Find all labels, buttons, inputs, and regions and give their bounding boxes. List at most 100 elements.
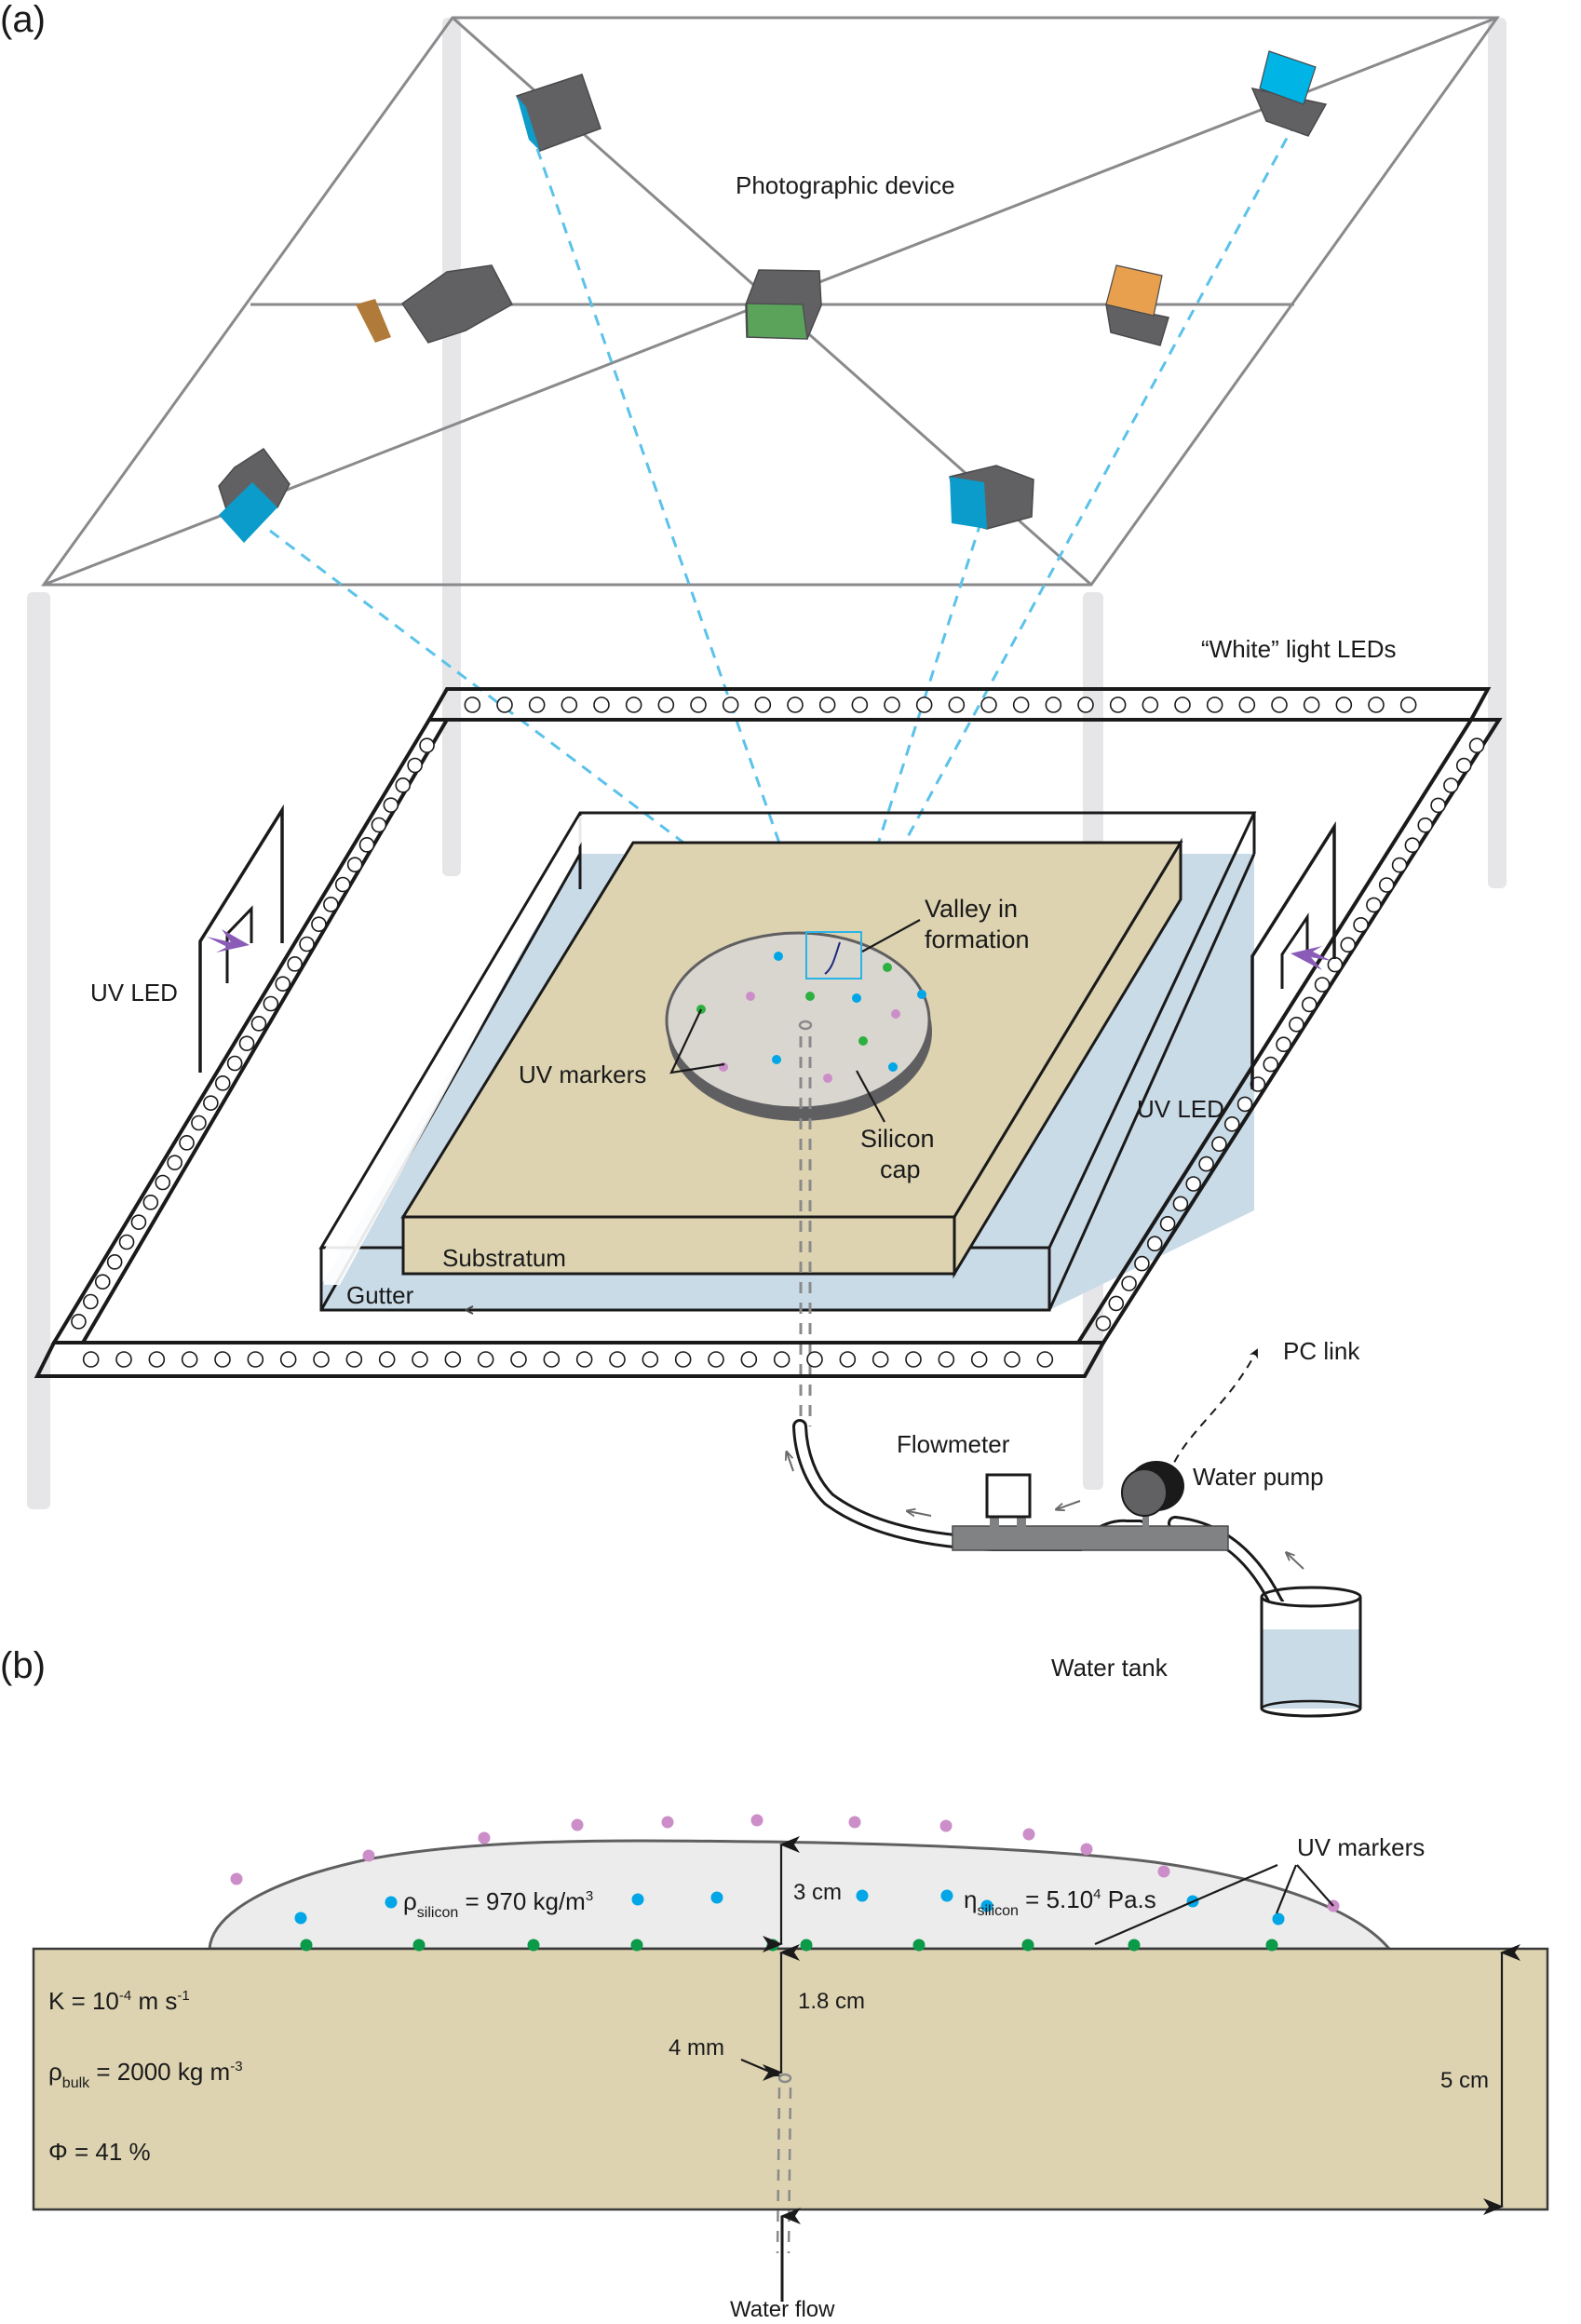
uv-led-right [1250, 820, 1336, 1089]
white-led-icon [247, 1351, 264, 1368]
white-led-icon [1121, 1276, 1137, 1291]
dim-3cm-label: 3 cm [793, 1880, 842, 1905]
uv-led-left-label: UV LED [90, 979, 178, 1007]
camera-mid-right [1105, 264, 1169, 346]
white-led-icon [970, 1351, 988, 1368]
white-led-icon [1185, 1176, 1202, 1192]
white-led-icon [1174, 696, 1191, 713]
white-led-icon [674, 1351, 692, 1368]
white-led-icon [905, 1351, 922, 1368]
uv-arrow-icon [207, 929, 250, 953]
white-led-icon [1077, 696, 1094, 713]
white-led-icon [71, 1314, 87, 1330]
camera-lens-face [219, 482, 277, 543]
white-led-icon [625, 696, 642, 713]
pc-link-connector [1168, 1348, 1258, 1477]
white-led-icon [287, 956, 303, 972]
uv-marker-surface [362, 1849, 375, 1862]
white-led-icon [477, 1351, 494, 1368]
white-led-icon [510, 1351, 527, 1368]
uv-marker-surface [1022, 1828, 1035, 1841]
white-led-icon [279, 1351, 297, 1368]
uv-marker-internal [1272, 1912, 1285, 1925]
white-led-icon [444, 1351, 462, 1368]
white-led-icon [851, 696, 869, 713]
white-led-icon [130, 1214, 147, 1230]
white-led-icon [181, 1351, 198, 1368]
inlet-pipe-hidden [798, 1020, 813, 1426]
uv-marker-base [1021, 1939, 1034, 1952]
uv-marker-base [412, 1939, 426, 1952]
valley-leader [861, 919, 921, 953]
white-led-icon [383, 797, 399, 813]
white-led-icon [1303, 696, 1320, 713]
camera-lens-face [517, 96, 540, 151]
white-led-icon [345, 1351, 363, 1368]
camera-back-left [515, 74, 601, 152]
white-led-icon [1378, 877, 1395, 893]
white-led-icon [543, 1351, 561, 1368]
white-led-icon [1404, 837, 1421, 854]
uv-marker-base [1265, 1939, 1278, 1952]
porosity-label: Φ = 41 % [48, 2138, 151, 2166]
valley-highlight-box [805, 931, 862, 980]
white-led-icon [773, 1351, 790, 1368]
white-led-icon [1399, 696, 1417, 713]
white-led-icon [142, 1195, 159, 1210]
white-led-icon [1443, 777, 1459, 793]
white-led-icon [915, 696, 933, 713]
white-led-icon [1004, 1351, 1020, 1368]
white-led-icon [938, 1351, 955, 1368]
gutter-label: Gutter [346, 1281, 414, 1309]
white-led-icon [334, 876, 351, 893]
white-led-icon [818, 696, 836, 713]
camera-lens-face [1259, 50, 1317, 105]
uv-marker-base [766, 1939, 779, 1952]
white-led-icon [1146, 1236, 1163, 1251]
uv-marker-surface [1157, 1865, 1170, 1878]
white-led-icon [1430, 797, 1446, 814]
white-led-icon [191, 1115, 207, 1131]
white-led-icon [1276, 1036, 1291, 1052]
white-led-icon [419, 737, 435, 753]
photographic-device-label: Photographic device [736, 171, 955, 199]
white-led-icon [1036, 1351, 1054, 1368]
white-led-icon [346, 857, 363, 872]
uv-marker-base [1128, 1939, 1141, 1952]
uv-marker-surface [848, 1816, 861, 1829]
white-led-icon [1108, 1295, 1125, 1312]
white-led-icon [1327, 956, 1344, 973]
white-led-icon [1045, 696, 1062, 713]
panel-a-label: (a) [0, 0, 46, 40]
white-led-icon [1314, 977, 1331, 993]
eta-silicon-label: ηsilicon = 5.104 Pa.s [964, 1885, 1156, 1919]
white-led-icon [167, 1155, 182, 1170]
marker-blue [917, 990, 926, 999]
uv-marker-internal [385, 1896, 398, 1909]
marker-pink [746, 992, 755, 1001]
camera-back-right [1250, 50, 1328, 137]
white-led-icon [708, 1351, 724, 1368]
white-led-icon [275, 976, 291, 992]
white-led-icon [82, 1351, 100, 1368]
rho-silicon-label: ρsilicon = 970 kg/m3 [403, 1887, 593, 1921]
water-pump-label: Water pump [1193, 1463, 1324, 1491]
uv-marker-surface [230, 1872, 243, 1885]
marker-blue [772, 1055, 781, 1064]
white-led-icon [575, 1351, 593, 1368]
base-plate [952, 1525, 1229, 1551]
white-led-icon [496, 696, 513, 713]
white-led-icon [657, 696, 675, 713]
uv-markers-leader-base [1094, 1863, 1278, 1946]
cap-uv-markers [696, 952, 926, 1083]
white-led-icon [754, 696, 772, 713]
white-led-icon [787, 696, 804, 713]
white-led-icon [83, 1293, 99, 1310]
white-led-icon [872, 1351, 889, 1368]
panel-b-label: (b) [0, 1645, 46, 1686]
dim-4mm-leader [740, 2058, 780, 2077]
marker-green [883, 963, 892, 972]
white-led-icon [1142, 696, 1159, 713]
white-led-icon [1391, 857, 1408, 873]
water-pump-icon [1121, 1468, 1168, 1517]
